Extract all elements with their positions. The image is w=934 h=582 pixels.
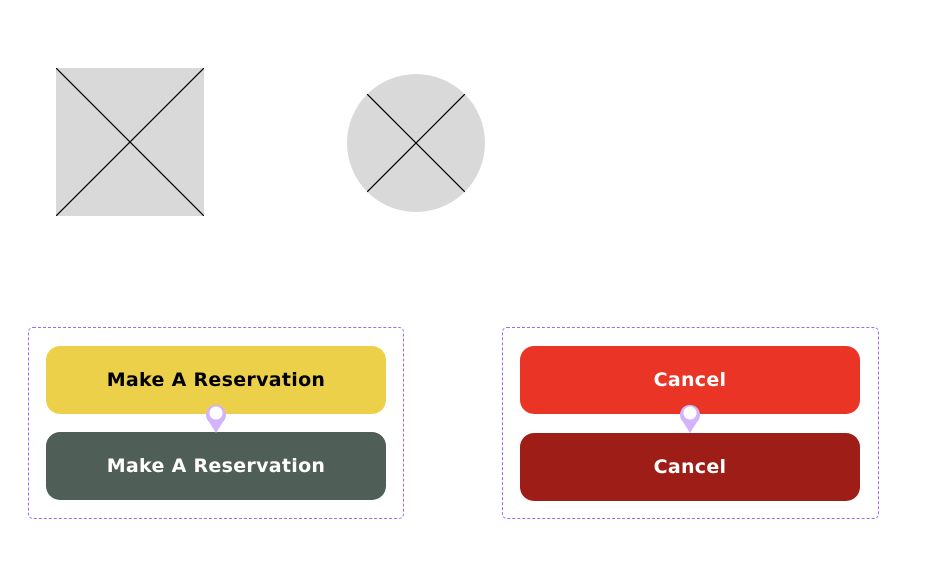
- image-placeholder-icon: [56, 68, 204, 216]
- pin-connector-icon: [680, 404, 700, 433]
- interaction-connector[interactable]: [677, 400, 703, 434]
- make-reservation-button-primary[interactable]: Make A Reservation: [46, 346, 386, 414]
- reservation-button-variants: [28, 327, 404, 519]
- interaction-connector[interactable]: [203, 400, 229, 434]
- pin-connector-icon: [206, 404, 226, 433]
- cancel-button-variants: [502, 327, 879, 519]
- cancel-button-secondary[interactable]: Cancel: [520, 433, 860, 501]
- image-placeholder: [56, 68, 204, 216]
- cancel-button-primary[interactable]: Cancel: [520, 346, 860, 414]
- make-reservation-button-secondary[interactable]: Make A Reservation: [46, 432, 386, 500]
- avatar-placeholder: [347, 74, 485, 212]
- avatar-placeholder-icon: [347, 74, 485, 212]
